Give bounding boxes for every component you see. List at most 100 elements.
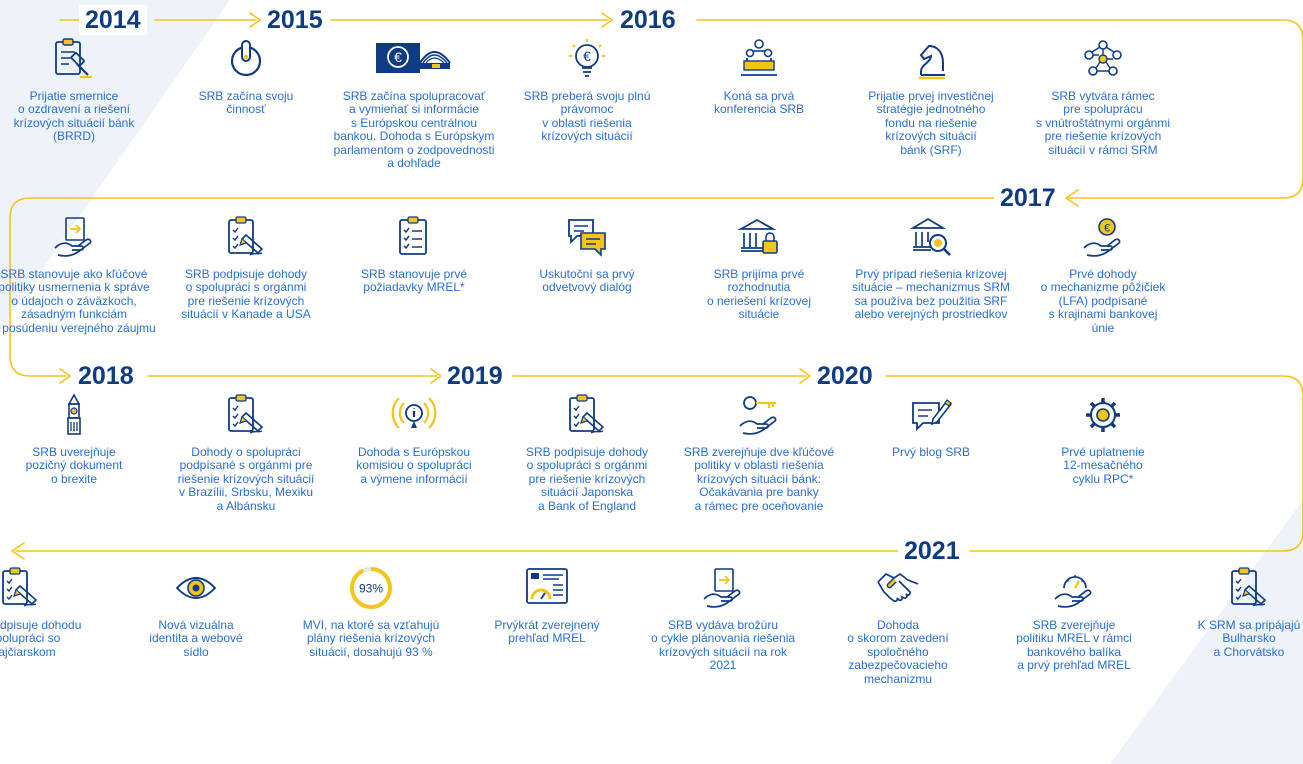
signed-agreement-icon <box>503 392 671 438</box>
hand-document-icon <box>643 565 803 611</box>
hand-gauge-icon <box>994 565 1154 611</box>
year-2014: 2014 <box>79 5 147 35</box>
hand-coin-icon: € <box>1019 214 1187 260</box>
checklist-icon <box>330 214 498 260</box>
year-2017: 2017 <box>994 183 1062 213</box>
year-2019: 2019 <box>441 361 509 391</box>
signed-agreement-icon <box>0 565 100 611</box>
year-2018: 2018 <box>72 361 140 391</box>
signed-agreement-icon <box>162 214 330 260</box>
gear-icon <box>1019 392 1187 438</box>
eye-icon <box>116 565 276 611</box>
dashboard-icon <box>467 565 627 611</box>
power-icon <box>162 36 330 82</box>
conference-icon <box>675 36 843 82</box>
svg-text:€: € <box>583 48 591 64</box>
network-icon <box>1019 36 1187 82</box>
gavel-document-icon <box>0 36 158 82</box>
percent-ring-icon: 93% <box>291 565 451 611</box>
signed-agreement-icon <box>162 392 330 438</box>
info-broadcast-icon <box>330 392 498 438</box>
big-ben-icon <box>0 392 158 438</box>
year-2015: 2015 <box>261 5 329 35</box>
svg-text:93%: 93% <box>359 582 383 596</box>
year-2016: 2016 <box>614 5 682 35</box>
hand-key-icon <box>675 392 843 438</box>
signed-agreement-icon <box>1169 565 1303 611</box>
euro-parliament-icon: € <box>330 36 498 82</box>
bank-magnifier-icon <box>847 214 1015 260</box>
year-2021: 2021 <box>898 536 966 566</box>
timeline-event: Prvý blog SRB <box>847 392 1015 459</box>
hand-document-icon <box>0 214 158 260</box>
year-2020: 2020 <box>811 361 879 391</box>
svg-text:€: € <box>1104 223 1110 235</box>
chess-knight-icon <box>847 36 1015 82</box>
handshake-icon <box>818 565 978 611</box>
euro-lightbulb-icon: € <box>503 36 671 82</box>
bank-lock-icon <box>675 214 843 260</box>
svg-text:€: € <box>394 49 402 65</box>
blog-pen-icon <box>847 392 1015 438</box>
event-caption: Prvý blog SRB <box>891 445 971 459</box>
dialogue-icon <box>503 214 671 260</box>
